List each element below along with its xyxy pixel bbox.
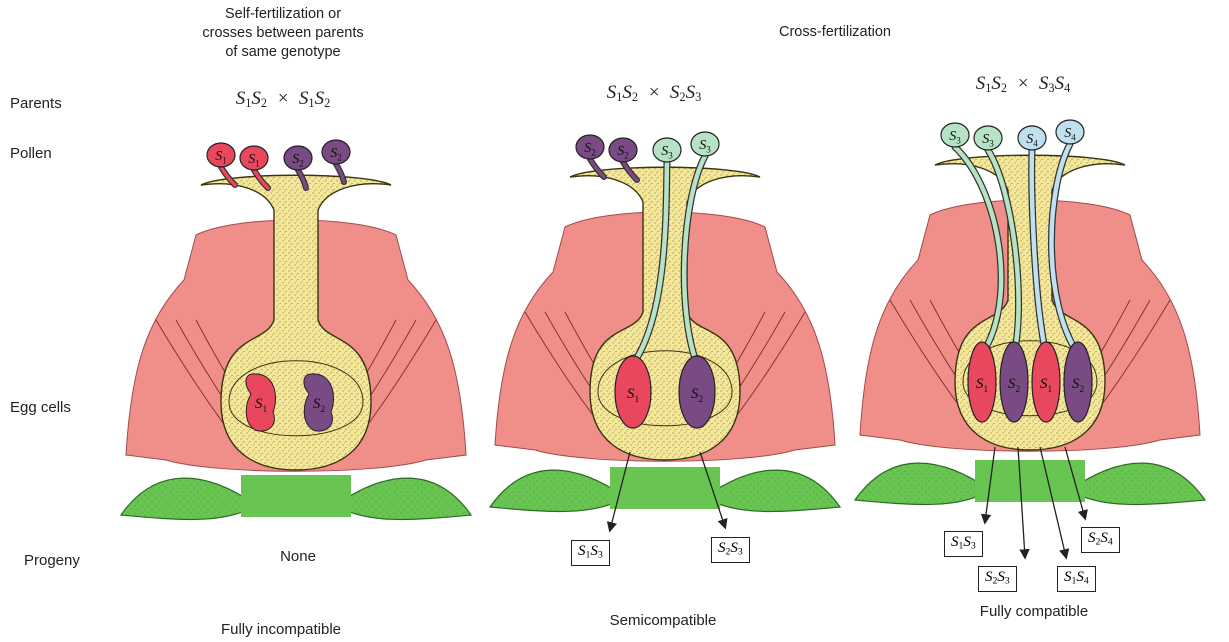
receptacle xyxy=(241,475,351,517)
leaf-left xyxy=(490,470,625,511)
leaf-right xyxy=(1070,463,1205,504)
leaf-left xyxy=(121,478,256,519)
leaf-left xyxy=(855,463,990,504)
progeny-box: S2S3 xyxy=(978,566,1017,592)
result-label: Fully compatible xyxy=(980,603,1088,620)
result-label: Fully incompatible xyxy=(221,621,341,638)
receptacle xyxy=(975,460,1085,502)
progeny-box: S1S3 xyxy=(571,540,610,566)
progeny-box: S2S3 xyxy=(711,537,750,563)
result-label: Semicompatible xyxy=(610,612,717,629)
receptacle xyxy=(610,467,720,509)
progeny-none-label: None xyxy=(280,548,316,565)
leaf-right xyxy=(705,470,840,511)
progeny-box: S2S4 xyxy=(1081,527,1120,553)
progeny-box: S1S4 xyxy=(1057,566,1096,592)
leaf-right xyxy=(336,478,471,519)
progeny-box: S1S3 xyxy=(944,531,983,557)
